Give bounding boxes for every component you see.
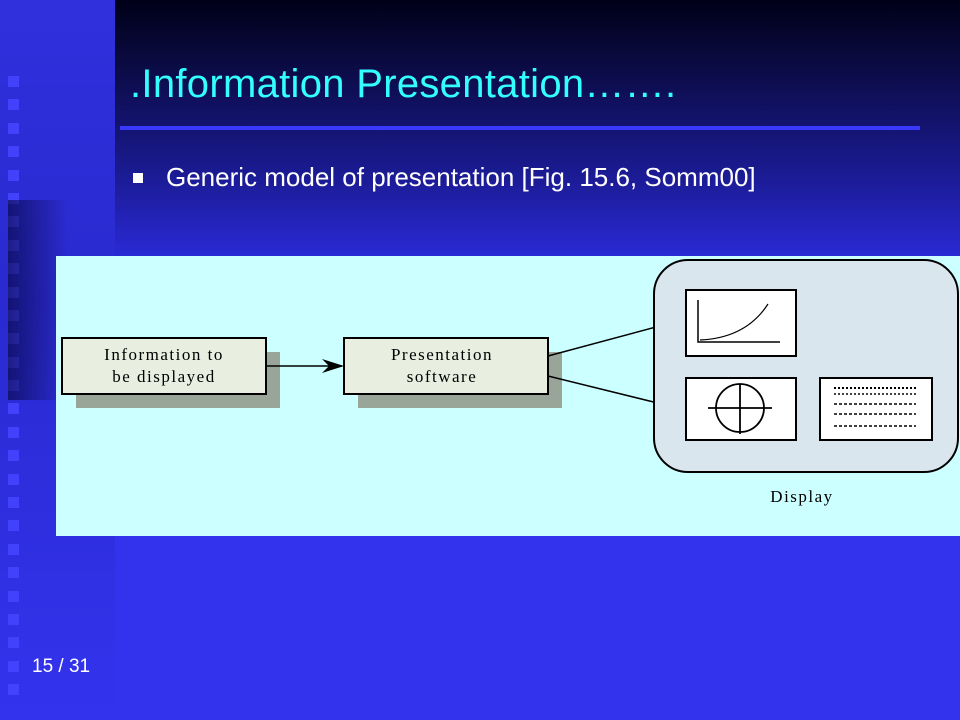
text-window	[819, 377, 933, 441]
information-box: Information to be displayed	[61, 337, 280, 408]
software-box-line1: Presentation	[391, 345, 493, 364]
display-label: Display	[770, 487, 833, 506]
dial-window	[685, 377, 797, 441]
display-panel	[653, 259, 959, 473]
slide-title: .Information Presentation…….	[130, 62, 677, 106]
diagram-svg: Information to be displayed Presentation…	[61, 259, 959, 506]
bullet-square-icon	[133, 173, 143, 183]
presentation-model-figure: Information to be displayed Presentation…	[56, 256, 960, 536]
graph-window	[685, 289, 797, 357]
information-box-line1: Information to	[104, 345, 224, 364]
information-box-line2: be displayed	[112, 367, 215, 386]
bullet-text: Generic model of presentation [Fig. 15.6…	[166, 162, 756, 192]
title-underline	[120, 126, 920, 130]
presentation-software-box: Presentation software	[343, 337, 562, 408]
software-box-line2: software	[407, 367, 478, 386]
page-number: 15 / 31	[32, 656, 91, 677]
